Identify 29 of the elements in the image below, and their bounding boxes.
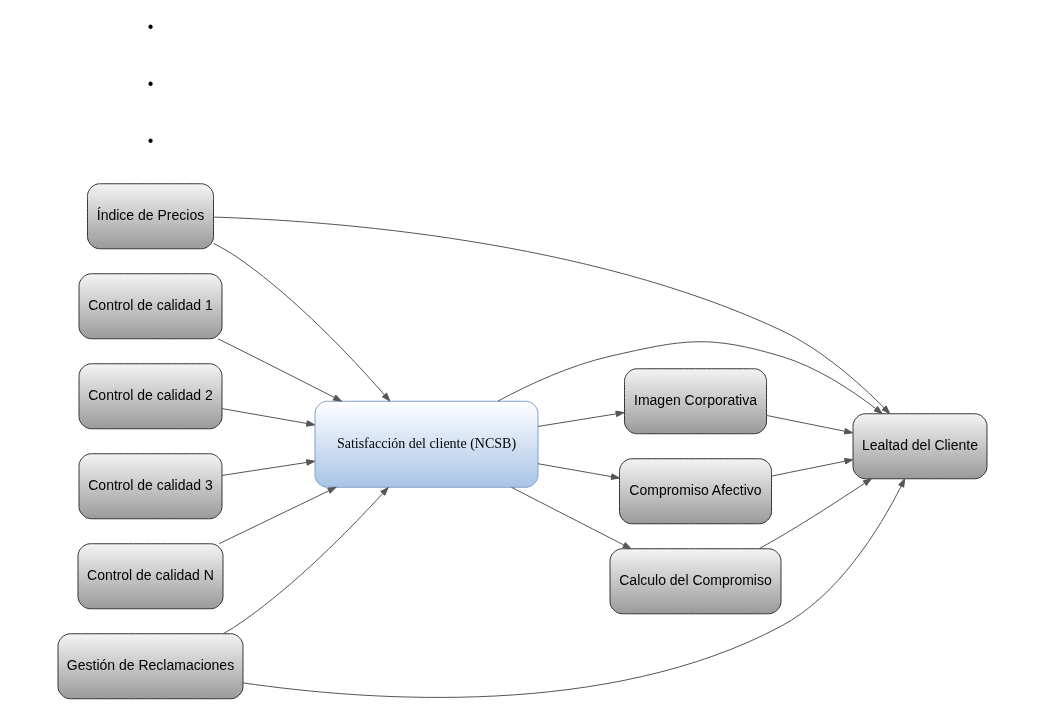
arrow (217, 338, 343, 402)
arrow (771, 457, 854, 477)
label: • (147, 132, 154, 150)
arrow (497, 341, 883, 415)
arrow (537, 410, 625, 427)
arrow (221, 459, 316, 476)
node-box: Compromiso Afectivo (619, 458, 772, 525)
arrow (758, 478, 872, 550)
arrow (766, 414, 854, 435)
label: • (147, 18, 154, 36)
arrow (222, 487, 389, 635)
arrow (537, 463, 620, 480)
arrow (221, 408, 316, 427)
arrow (213, 242, 391, 402)
node-box: Satisfacción del cliente (NCSB) (314, 400, 539, 488)
label: • (147, 75, 154, 93)
arrow (242, 478, 906, 698)
node-box: Control de calidad 2 (78, 363, 223, 430)
node-box: Control de calidad N (77, 543, 224, 610)
node-box: Calculo del Compromiso (609, 548, 782, 615)
arrow (511, 486, 632, 550)
node-box: Lealtad del Cliente (852, 413, 988, 480)
node-box: Control de calidad 3 (78, 453, 223, 520)
node-box: Índice de Precios (87, 183, 214, 250)
node-box: Gestión de Reclamaciones (57, 633, 244, 700)
node-box: Control de calidad 1 (78, 273, 223, 340)
arrow (218, 486, 337, 545)
node-box: Imagen Corporativa (624, 368, 767, 435)
arrow (213, 216, 891, 415)
